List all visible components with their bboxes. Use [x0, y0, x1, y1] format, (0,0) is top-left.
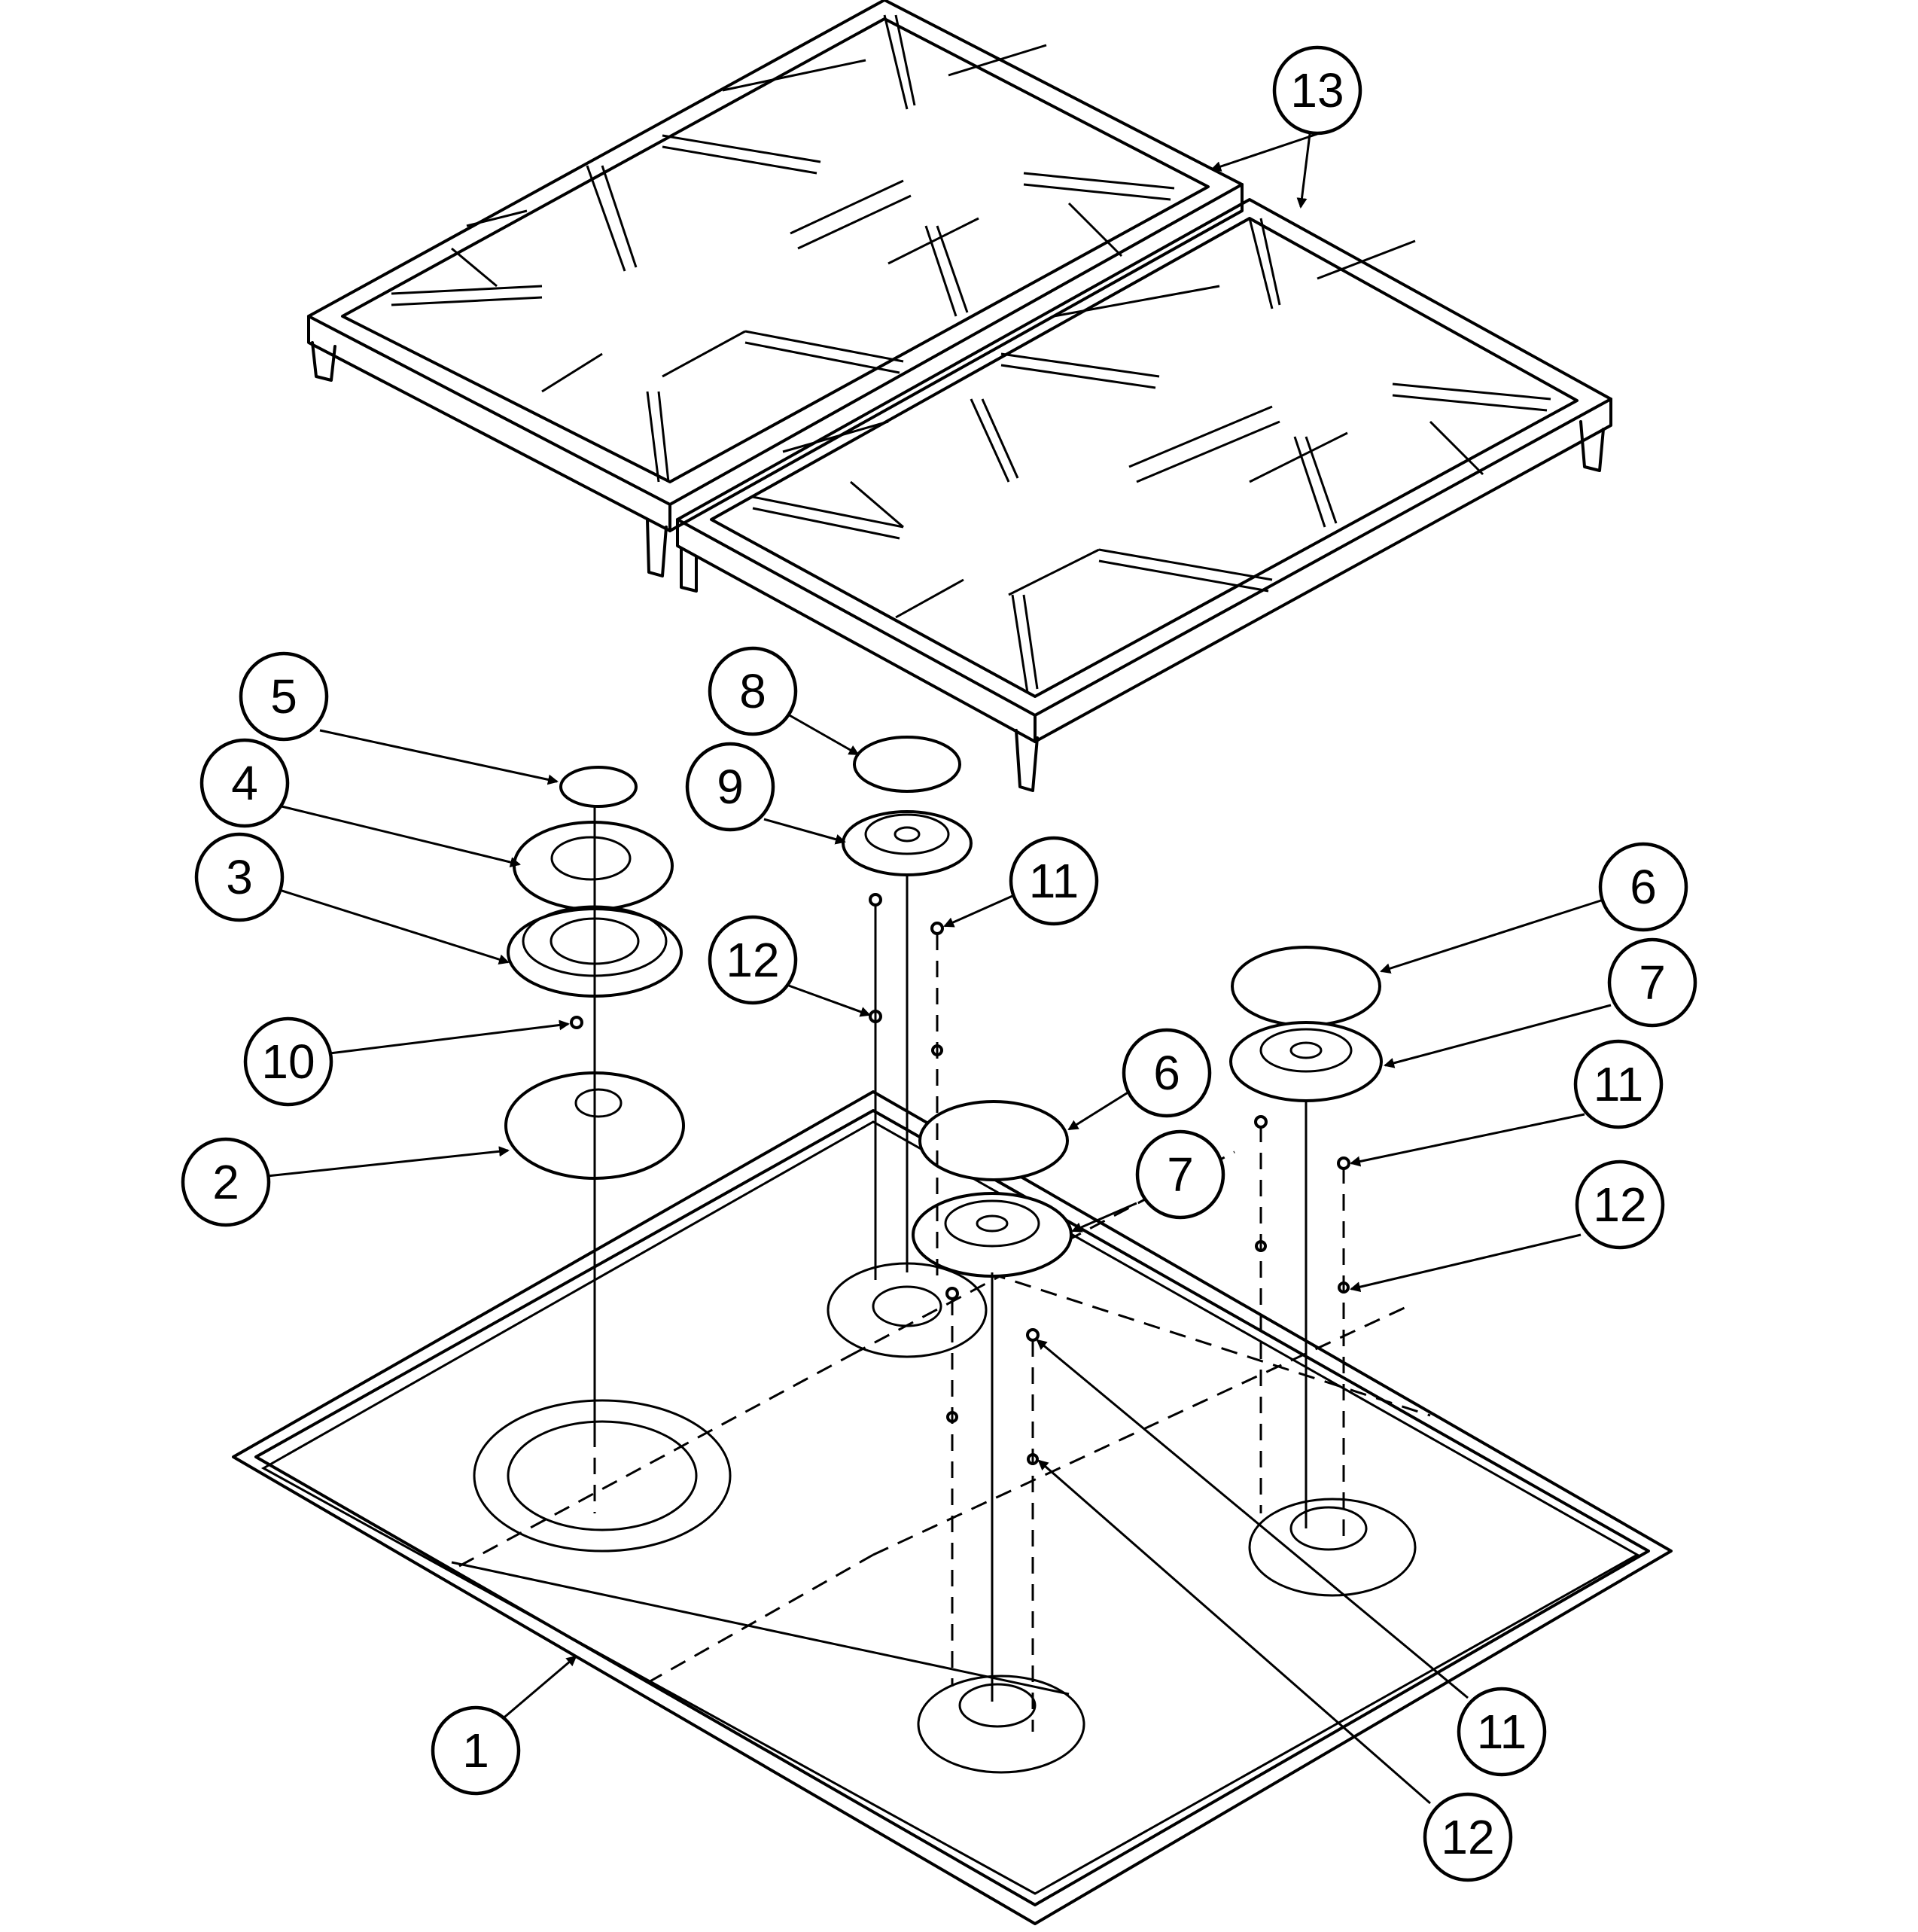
- leader-lines: [266, 133, 1612, 1805]
- svg-text:10: 10: [261, 1035, 315, 1089]
- callout-6-right: 6: [1598, 842, 1688, 932]
- burner-cap-small: [559, 766, 638, 808]
- callout-2: 2: [181, 1137, 271, 1227]
- callout-4: 4: [199, 738, 290, 828]
- assembly-lines: [593, 806, 1345, 1732]
- callout-10: 10: [243, 1016, 333, 1107]
- svg-text:9: 9: [717, 760, 744, 814]
- screw-10: [570, 1016, 583, 1029]
- callout-5: 5: [239, 651, 329, 742]
- svg-text:11: 11: [1477, 1705, 1527, 1759]
- callout-1: 1: [431, 1705, 521, 1796]
- svg-text:6: 6: [1630, 860, 1657, 914]
- svg-text:11: 11: [1594, 1057, 1643, 1111]
- callout-11-upper: 11: [1009, 836, 1099, 926]
- burner-head-medium: [842, 810, 973, 876]
- callout-11-right: 11: [1573, 1039, 1664, 1129]
- svg-text:5: 5: [270, 669, 297, 724]
- svg-text:8: 8: [739, 664, 766, 718]
- callout-7-right: 7: [1607, 937, 1697, 1028]
- burner-head-right: [1229, 1021, 1383, 1102]
- grate-left: [307, 0, 1244, 577]
- svg-text:12: 12: [726, 933, 779, 987]
- svg-text:7: 7: [1639, 955, 1666, 1010]
- svg-text:12: 12: [1441, 1810, 1494, 1864]
- svg-text:12: 12: [1593, 1178, 1646, 1232]
- svg-text:1: 1: [462, 1723, 489, 1778]
- callout-7-center: 7: [1135, 1129, 1225, 1220]
- callout-12-upper: 12: [708, 915, 798, 1005]
- svg-text:13: 13: [1290, 63, 1344, 117]
- grate-right: [676, 198, 1612, 792]
- callout-9: 9: [685, 742, 775, 832]
- svg-text:4: 4: [231, 756, 258, 810]
- callout-13: 13: [1272, 45, 1362, 136]
- callout-6-center: 6: [1122, 1028, 1212, 1118]
- burner-cap-medium: [853, 736, 961, 793]
- callout-12-right: 12: [1575, 1160, 1665, 1250]
- burner-cap-right: [1231, 946, 1381, 1027]
- svg-text:11: 11: [1029, 854, 1079, 908]
- callout-12-lower: 12: [1423, 1792, 1513, 1882]
- svg-text:7: 7: [1167, 1147, 1194, 1202]
- svg-text:6: 6: [1153, 1046, 1180, 1100]
- burner-cap-center: [918, 1100, 1069, 1181]
- burner-ring: [513, 821, 674, 911]
- callout-8: 8: [708, 646, 798, 736]
- callout-11-lower: 11: [1457, 1687, 1547, 1777]
- svg-text:3: 3: [226, 850, 253, 904]
- callout-3: 3: [194, 832, 285, 922]
- svg-text:2: 2: [212, 1155, 239, 1209]
